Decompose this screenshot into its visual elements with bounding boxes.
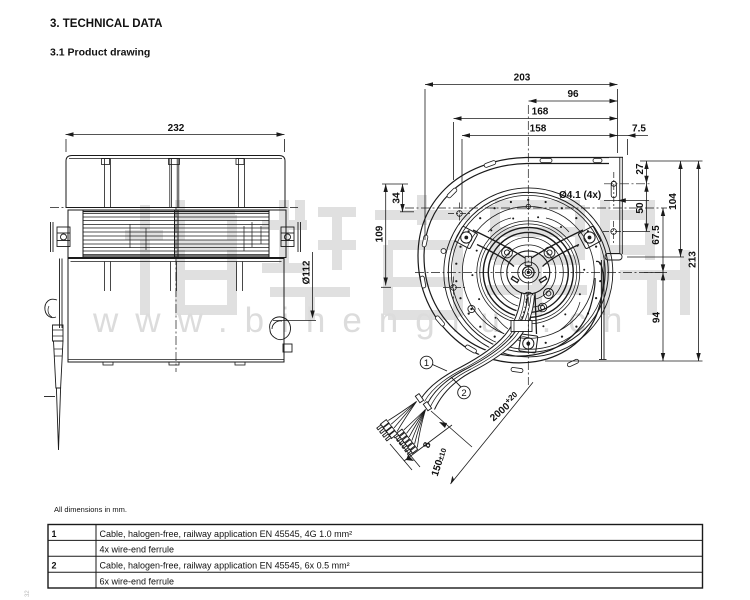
svg-text:150±10: 150±10 bbox=[430, 447, 449, 478]
svg-text:2: 2 bbox=[52, 561, 57, 571]
svg-text:2: 2 bbox=[461, 388, 466, 399]
svg-text:3. TECHNICAL DATA: 3. TECHNICAL DATA bbox=[50, 18, 162, 30]
svg-text:6x wire-end ferrule: 6x wire-end ferrule bbox=[100, 577, 175, 587]
svg-text:203: 203 bbox=[514, 73, 531, 84]
svg-text:Ø112: Ø112 bbox=[302, 260, 313, 284]
svg-text:3.1 Product drawing: 3.1 Product drawing bbox=[50, 47, 150, 59]
svg-text:1: 1 bbox=[424, 358, 429, 369]
svg-text:109: 109 bbox=[375, 225, 386, 242]
svg-text:8: 8 bbox=[422, 440, 434, 449]
svg-text:1: 1 bbox=[52, 529, 57, 539]
svg-text:32: 32 bbox=[25, 590, 31, 597]
svg-text:27: 27 bbox=[635, 163, 646, 175]
svg-text:2000+20: 2000+20 bbox=[486, 390, 523, 424]
svg-text:34: 34 bbox=[392, 192, 403, 204]
svg-text:Ø4.1 (4x): Ø4.1 (4x) bbox=[559, 190, 601, 201]
svg-text:158: 158 bbox=[530, 124, 547, 135]
svg-text:Cable, halogen-free, railway a: Cable, halogen-free, railway application… bbox=[100, 561, 350, 571]
svg-text:104: 104 bbox=[668, 193, 679, 210]
svg-text:7.5: 7.5 bbox=[632, 124, 646, 135]
svg-text:67.5: 67.5 bbox=[651, 225, 662, 245]
svg-text:4x wire-end ferrule: 4x wire-end ferrule bbox=[100, 545, 175, 555]
svg-text:94: 94 bbox=[652, 312, 663, 324]
svg-text:Cable, halogen-free, railway a: Cable, halogen-free, railway application… bbox=[100, 529, 353, 539]
svg-text:213: 213 bbox=[688, 251, 699, 268]
svg-text:50: 50 bbox=[635, 202, 646, 214]
svg-text:All dimensions in mm.: All dimensions in mm. bbox=[54, 505, 127, 514]
svg-text:96: 96 bbox=[567, 89, 579, 100]
svg-text:232: 232 bbox=[168, 123, 185, 134]
svg-text:168: 168 bbox=[532, 107, 549, 118]
